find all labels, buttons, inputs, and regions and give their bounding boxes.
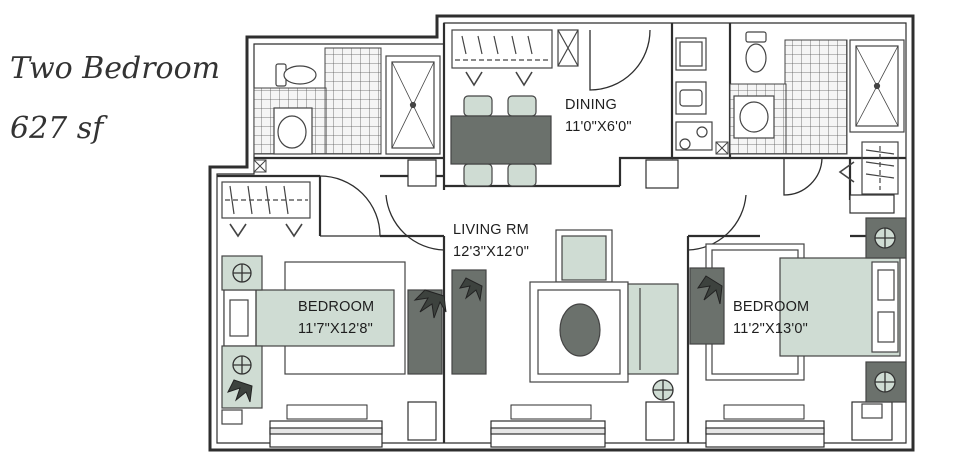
room-name-dining: DINING — [565, 97, 617, 113]
plan-title: Two Bedroom — [10, 51, 221, 86]
sink-icon — [733, 95, 775, 139]
door-arc-living-right — [687, 194, 747, 251]
hvac-icon — [715, 141, 729, 155]
door-arc-bath-right — [783, 157, 823, 196]
living-furniture — [407, 229, 679, 383]
room-name-bedroom-right: BEDROOM — [733, 299, 810, 315]
toilet-icon — [275, 63, 317, 87]
door-swings — [319, 29, 823, 251]
lamp-icon — [232, 227, 896, 401]
closet-right — [838, 141, 899, 195]
door-arc-living-left — [385, 194, 445, 251]
room-size-bedroom-right: 11'2"X13'0" — [733, 321, 809, 337]
bedroom-left-furniture — [221, 255, 406, 425]
room-size-bedroom-left: 11'7"X12'8" — [298, 321, 374, 337]
shower-icon — [385, 55, 441, 155]
room-size-dining: 11'0"X6'0" — [565, 119, 632, 135]
toilet-icon — [745, 31, 767, 73]
closet-left-bedroom — [221, 181, 311, 238]
plant-icon — [227, 275, 723, 403]
dining-set — [450, 95, 552, 187]
door-arc-bath-left — [319, 175, 381, 237]
room-size-living: 12'3"X12'0" — [453, 244, 530, 260]
plan-area: 627 sf — [10, 111, 104, 146]
bedroom-right-furniture — [689, 217, 907, 419]
room-name-bedroom-left: BEDROOM — [298, 299, 375, 315]
shower-icon — [849, 39, 905, 133]
kitchen-appliances — [675, 37, 713, 151]
hvac-icon — [253, 159, 267, 173]
bathroom-left — [253, 47, 441, 173]
closet-dining — [451, 29, 579, 87]
bathroom-right — [715, 31, 905, 155]
door-arc-entry — [589, 29, 651, 91]
room-name-living: LIVING RM — [453, 222, 529, 238]
windows — [269, 404, 825, 448]
sink-icon — [273, 107, 313, 155]
